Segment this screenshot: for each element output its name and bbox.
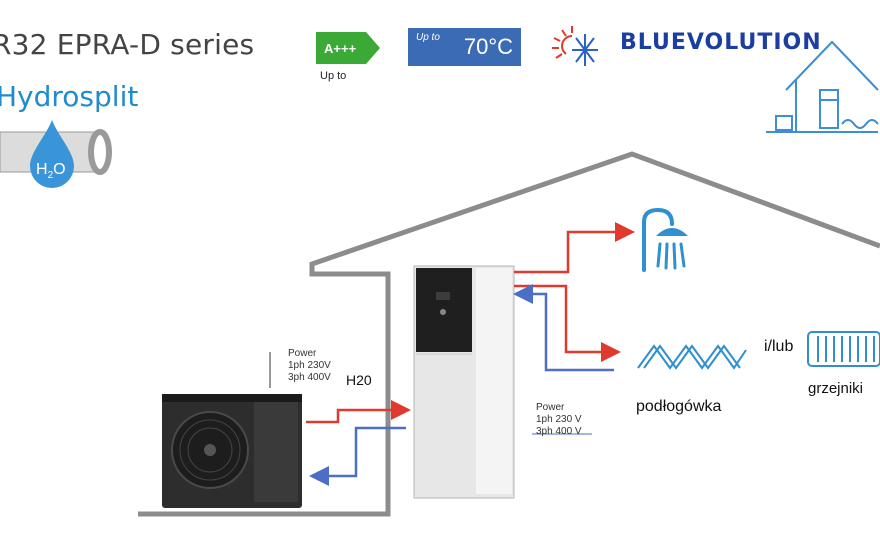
return-pipe-outdoor — [309, 426, 406, 486]
brand-logo: BLUEVOLUTION — [620, 30, 822, 55]
radiators-label: grzejniki — [808, 380, 864, 397]
outdoor-power-3ph: 3ph 400V — [288, 372, 331, 383]
page-subtitle: Hydrosplit — [0, 80, 139, 113]
supply-pipe-shower — [514, 222, 635, 274]
supply-pipe-outdoor — [306, 400, 411, 424]
heat-pump-fan-icon — [171, 411, 249, 489]
energy-label-icon: A+++ — [316, 32, 380, 64]
page-title: R32 EPRA-D series — [0, 28, 255, 61]
supply-pipe-floor — [514, 284, 621, 362]
return-pipe-floor — [513, 284, 614, 372]
outdoor-power-1ph: 1ph 230V — [288, 360, 331, 371]
indoor-unit — [413, 265, 515, 499]
radiator-icon — [807, 331, 880, 367]
energy-up-to-label: Up to — [320, 70, 347, 82]
house-system-icon — [766, 40, 879, 133]
floor-heating-label: podłogówka — [636, 398, 722, 415]
shower-icon — [642, 207, 688, 272]
outdoor-power-title: Power — [288, 348, 317, 359]
h2o-label: H20 — [346, 372, 372, 388]
indoor-power-underline — [532, 433, 592, 435]
indoor-power-title: Power — [536, 402, 565, 413]
indoor-power-3ph: 3ph 400 V — [536, 426, 582, 437]
outdoor-power-cable — [269, 352, 271, 388]
sun-snowflake-icon — [552, 26, 598, 66]
water-formula: H2O — [36, 161, 66, 181]
underfloor-heating-icon — [637, 344, 747, 370]
indoor-power-1ph: 1ph 230 V — [536, 414, 582, 425]
and-or-label: i/lub — [764, 338, 794, 355]
temperature-badge: Up to 70°C — [408, 28, 521, 66]
indoor-power-info: Power 1ph 230 V 3ph 400 V — [536, 402, 582, 438]
energy-class-text: A+++ — [324, 41, 357, 56]
temp-value: 70°C — [463, 34, 513, 59]
pipe-water-drop-icon: H2O — [0, 120, 112, 188]
temp-up-to-label: Up to — [416, 32, 440, 43]
outdoor-heat-pump — [162, 394, 302, 508]
outdoor-power-info: Power 1ph 230V 3ph 400V — [288, 348, 331, 384]
water-drop-icon — [30, 120, 74, 188]
